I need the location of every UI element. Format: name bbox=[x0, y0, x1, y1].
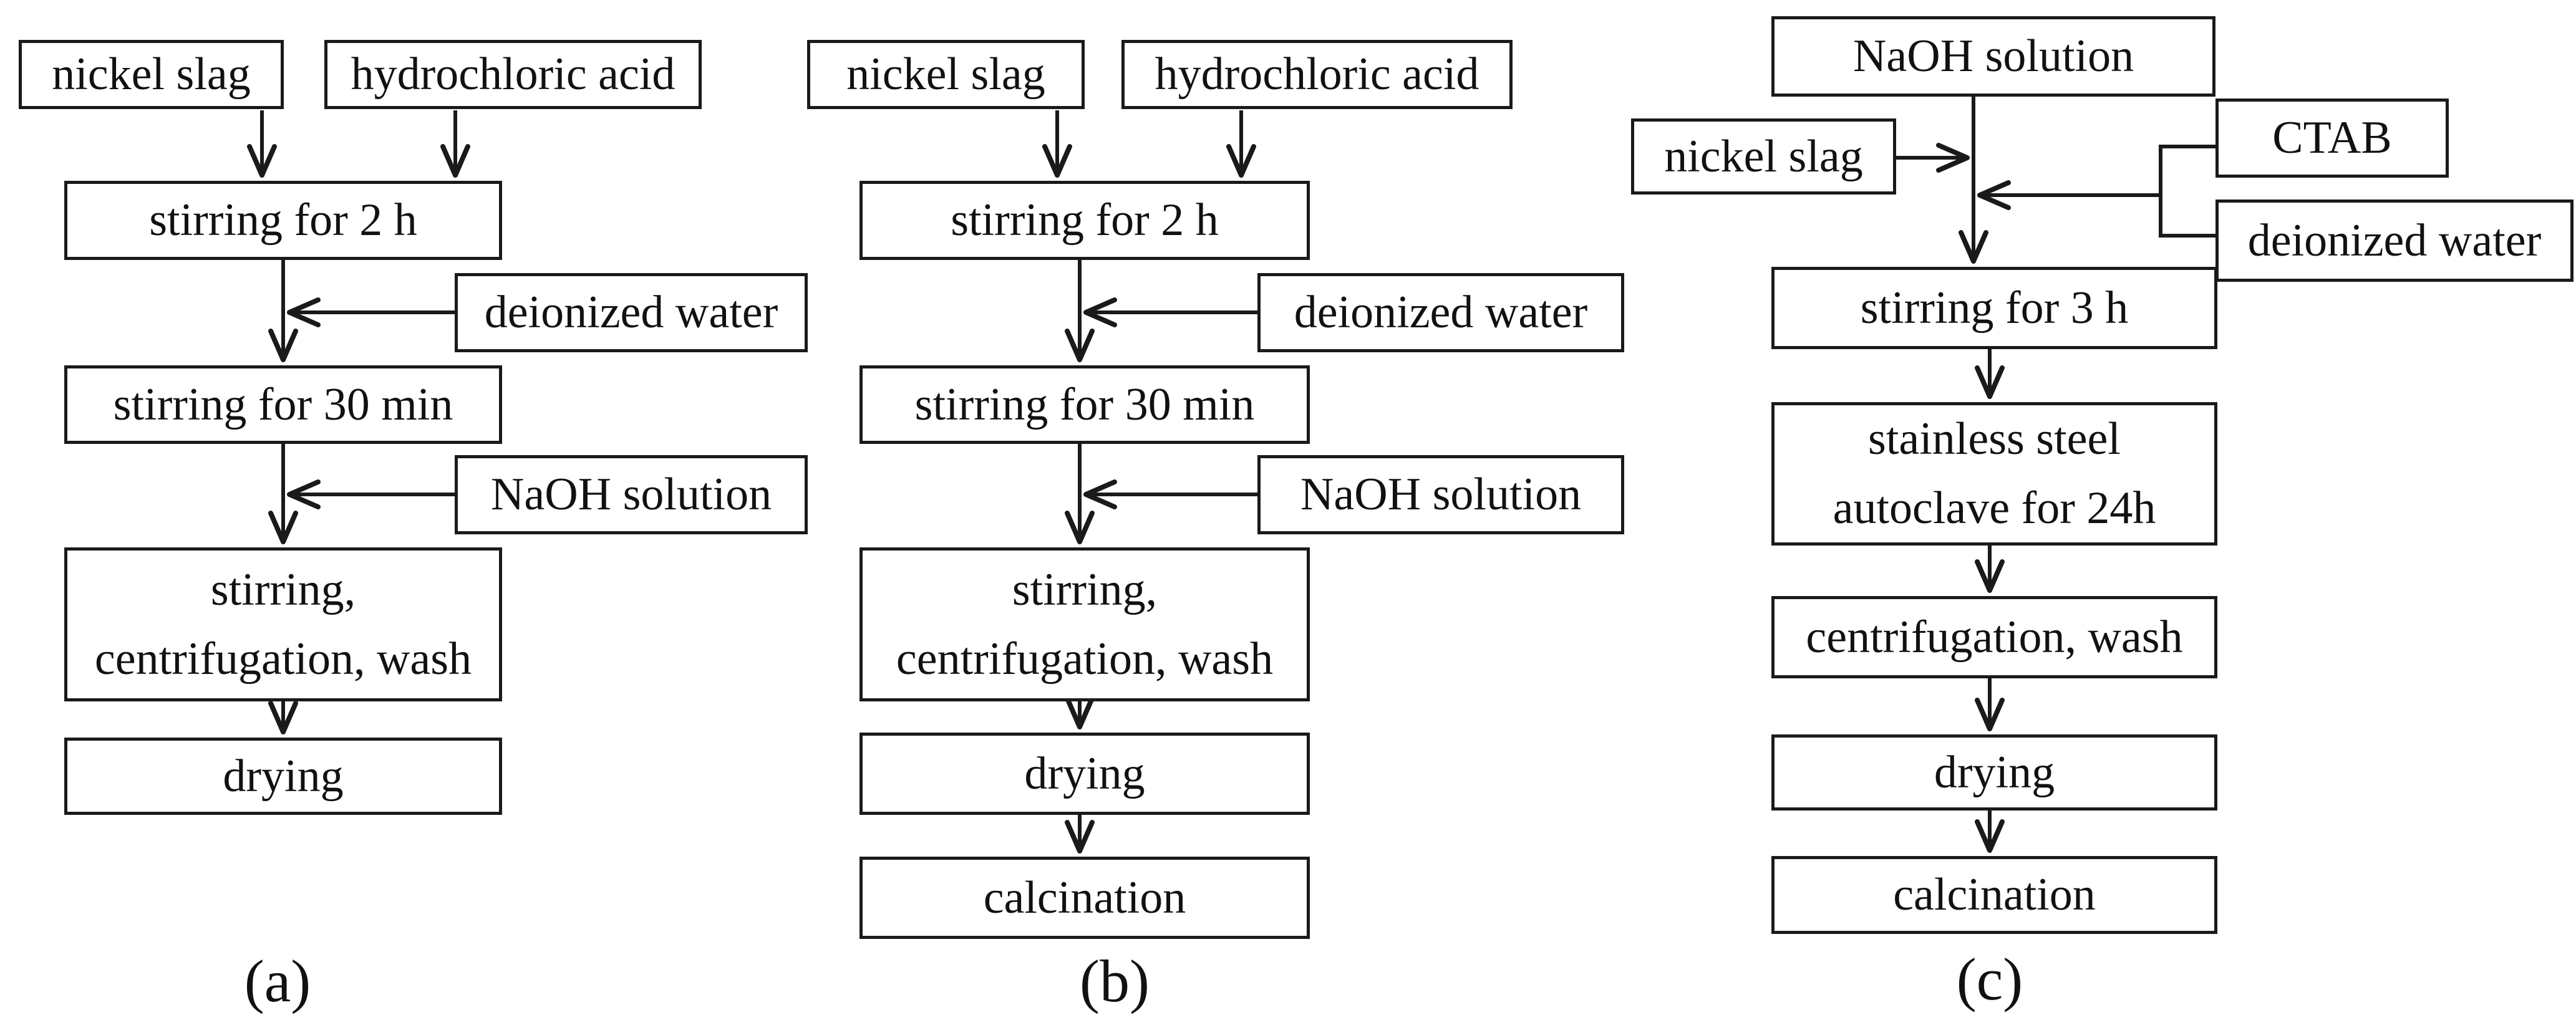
node-c-centrifugation-wash: centrifugation, wash bbox=[1771, 596, 2217, 678]
chart-label-c: (c) bbox=[1956, 946, 2023, 1013]
node-b-stirring-2h: stirring for 2 h bbox=[859, 181, 1310, 260]
node-c-stirring-3h: stirring for 3 h bbox=[1771, 267, 2217, 349]
node-a-deionized-water: deionized water bbox=[455, 273, 808, 352]
node-a-drying: drying bbox=[64, 738, 502, 815]
node-c-deionized-water: deionized water bbox=[2215, 200, 2574, 282]
node-a-stirring-2h: stirring for 2 h bbox=[64, 181, 502, 260]
node-c-naoh-solution: NaOH solution bbox=[1771, 16, 2215, 97]
node-c-autoclave: stainless steel autoclave for 24h bbox=[1771, 402, 2217, 546]
node-b-stirring-30min: stirring for 30 min bbox=[859, 365, 1310, 444]
node-b-deionized-water: deionized water bbox=[1257, 273, 1624, 352]
node-c-drying: drying bbox=[1771, 734, 2217, 811]
node-a-nickel-slag: nickel slag bbox=[19, 40, 284, 109]
node-c-calcination: calcination bbox=[1771, 856, 2217, 934]
node-b-stirring-centrifugation-wash: stirring, centrifugation, wash bbox=[859, 547, 1310, 701]
node-a-naoh-solution: NaOH solution bbox=[455, 455, 808, 534]
chart-label-a: (a) bbox=[244, 948, 311, 1014]
node-b-calcination: calcination bbox=[859, 857, 1310, 939]
node-c-nickel-slag: nickel slag bbox=[1631, 118, 1896, 195]
node-b-naoh-solution: NaOH solution bbox=[1257, 455, 1624, 534]
node-b-drying: drying bbox=[859, 733, 1310, 815]
node-a-hydrochloric-acid: hydrochloric acid bbox=[324, 40, 702, 109]
node-b-hydrochloric-acid: hydrochloric acid bbox=[1121, 40, 1513, 109]
node-a-stirring-30min: stirring for 30 min bbox=[64, 365, 502, 444]
chart-label-b: (b) bbox=[1080, 948, 1150, 1014]
node-b-nickel-slag: nickel slag bbox=[807, 40, 1085, 109]
node-c-ctab: CTAB bbox=[2215, 99, 2449, 178]
node-a-stirring-centrifugation-wash: stirring, centrifugation, wash bbox=[64, 547, 502, 701]
